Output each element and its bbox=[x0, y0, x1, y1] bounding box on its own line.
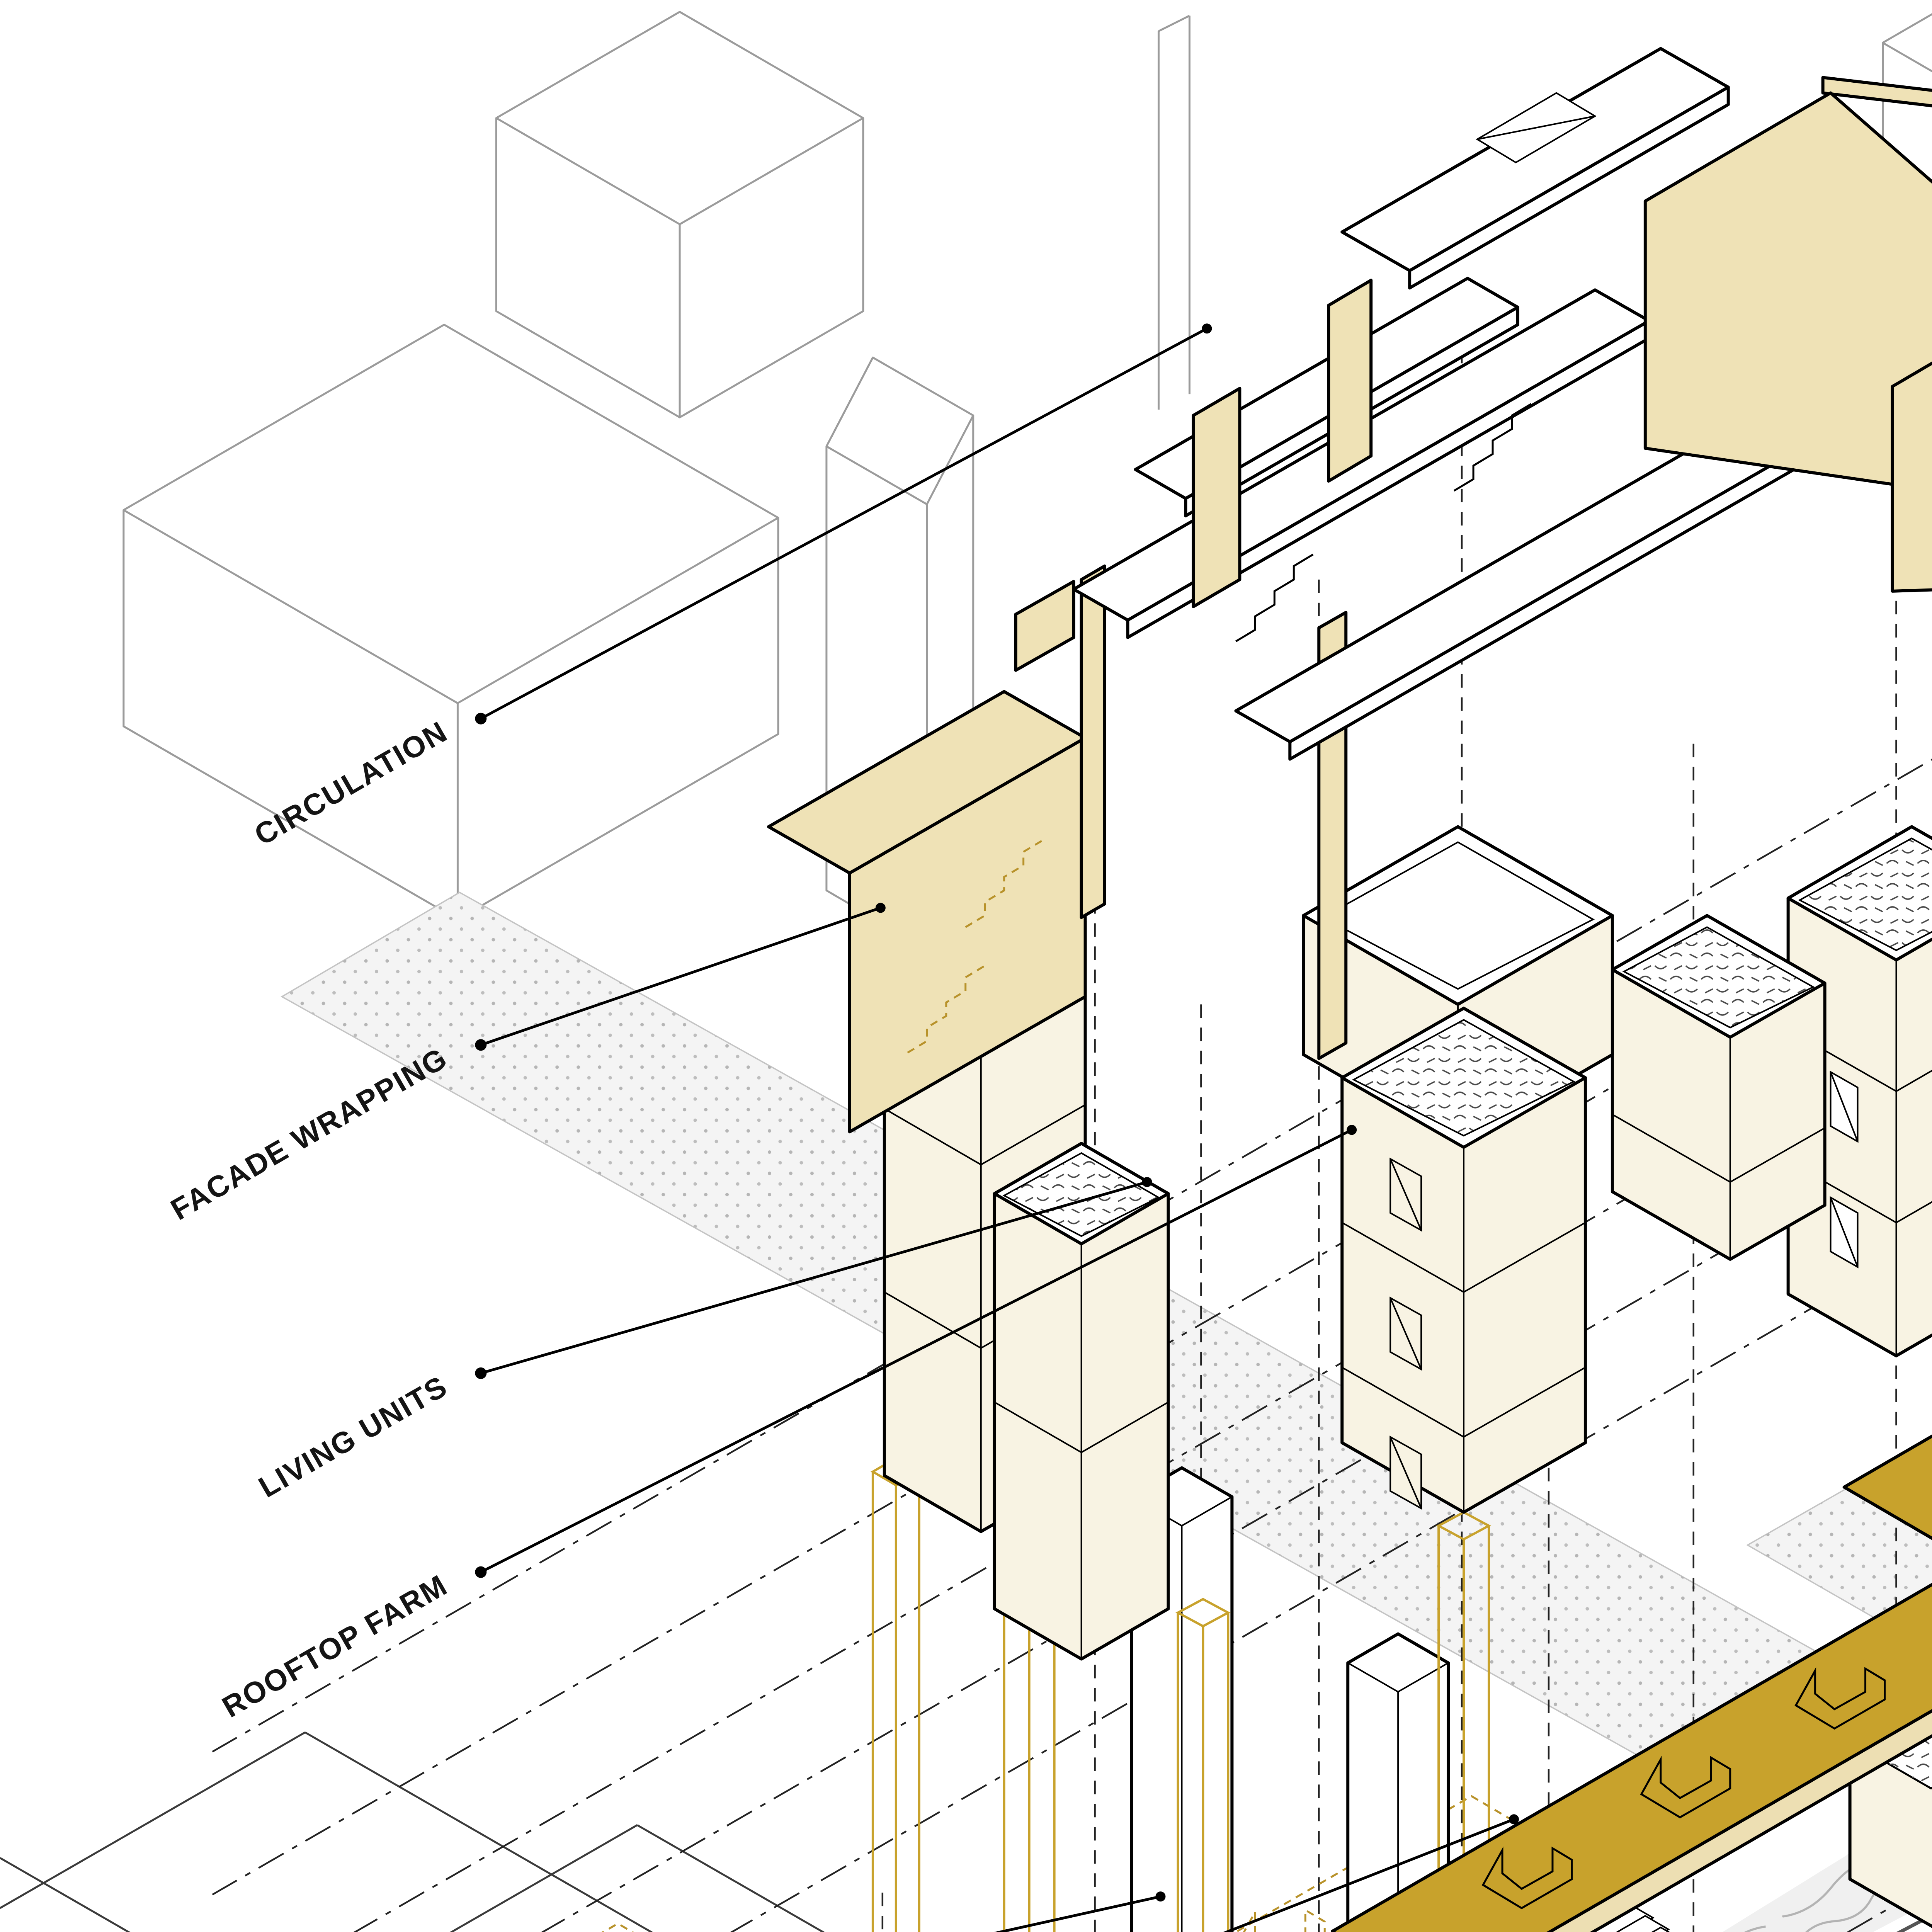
gable-wall bbox=[1643, 91, 1932, 492]
unit-tower bbox=[1611, 914, 1827, 1261]
elevator-shaft-prism bbox=[1346, 1632, 1450, 1932]
site-lines bbox=[0, 1731, 825, 1932]
leader-facade-wrapping bbox=[475, 903, 886, 1051]
facade-tab bbox=[1192, 387, 1242, 608]
leader-rooftop-farm bbox=[475, 1125, 1357, 1578]
unit-tower bbox=[1340, 1007, 1587, 1514]
f2-kitchen-deck bbox=[1331, 1434, 1932, 1932]
facade-tab bbox=[1327, 279, 1373, 483]
leader-mep-shaft bbox=[1223, 1814, 1519, 1932]
context-wall bbox=[1157, 15, 1190, 410]
label-living-units: LIVING UNITS bbox=[253, 1369, 453, 1504]
gold-shaft bbox=[1436, 1511, 1492, 1884]
level-reference-lines bbox=[212, 758, 1932, 1932]
unit-tower bbox=[993, 1142, 1170, 1661]
leader-circulation bbox=[475, 323, 1212, 724]
gold-shaft bbox=[1175, 1598, 1231, 1932]
facade-tab bbox=[1014, 580, 1075, 672]
leader-living-units bbox=[475, 1177, 1152, 1379]
unit-tower bbox=[1786, 825, 1932, 1357]
circulation bbox=[1014, 47, 1809, 761]
leader-elevator-shaft bbox=[994, 1891, 1166, 1932]
roof-wrap bbox=[1643, 76, 1932, 593]
context-box bbox=[495, 11, 864, 418]
component-labels: CIRCULATION FACADE WRAPPING LIVING UNITS… bbox=[165, 715, 453, 1724]
leader-lines bbox=[475, 323, 1519, 1932]
label-facade-wrapping: FACADE WRAPPING bbox=[165, 1041, 453, 1227]
walkway-plate bbox=[1340, 47, 1730, 290]
ghost-kitchen-counter bbox=[1236, 1910, 1325, 1932]
label-rooftop-farm: ROOFTOP FARM bbox=[217, 1568, 453, 1724]
ridge-strip bbox=[1821, 76, 1932, 107]
gold-shaft bbox=[870, 1457, 922, 1932]
context-box bbox=[122, 323, 779, 920]
walkway-bar bbox=[1234, 412, 1809, 761]
